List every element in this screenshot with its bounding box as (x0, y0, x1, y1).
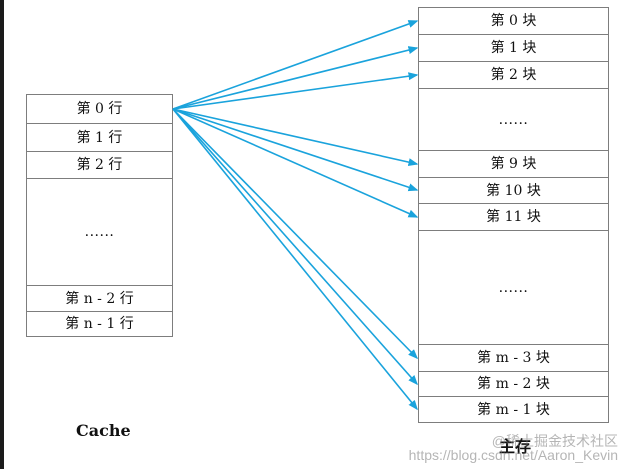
cache-caption: Cache (76, 421, 131, 440)
cache-line-n-1: 第 n - 1 行 (26, 311, 173, 337)
cache-line-label: 第 n - 2 行 (65, 290, 134, 307)
memory-caption: 主存 (499, 437, 532, 456)
memory-ellipsis-1: ...... (418, 88, 609, 151)
memory-block-0: 第 0 块 (418, 7, 609, 35)
cache-line-label: 第 1 行 (76, 129, 123, 146)
arrow-to-block-6 (172, 108, 419, 218)
cache-ellipsis: ...... (26, 178, 173, 286)
memory-block-m-3: 第 m - 3 块 (418, 344, 609, 372)
memory-block-10: 第 10 块 (418, 177, 609, 204)
cache-line-1: 第 1 行 (26, 123, 173, 152)
memory-ellipsis-2: ...... (418, 230, 609, 345)
memory-ellipsis-label: ...... (498, 279, 529, 296)
left-dark-strip (0, 0, 4, 469)
arrow-to-block-2 (172, 72, 419, 110)
cache-line-2: 第 2 行 (26, 151, 173, 179)
memory-block-9: 第 9 块 (418, 150, 609, 178)
memory-block-label: 第 1 块 (490, 40, 537, 56)
memory-block-2: 第 2 块 (418, 61, 609, 89)
watermark: @稀土掘金技术社区 https://blog.csdn.net/Aaron_Ke… (408, 432, 618, 464)
arrow-to-block-4 (172, 108, 419, 167)
cache-line-n-2: 第 n - 2 行 (26, 285, 173, 312)
arrow-to-block-1 (172, 46, 419, 110)
memory-block-m-1: 第 m - 1 块 (418, 396, 609, 423)
arrow-to-block-5 (172, 108, 419, 192)
memory-block-m-2: 第 m - 2 块 (418, 371, 609, 397)
arrow-to-block-0 (172, 20, 419, 110)
cache-line-0: 第 0 行 (26, 94, 173, 124)
cache-line-label: 第 2 行 (76, 157, 123, 173)
memory-block-label: 第 0 块 (490, 13, 537, 29)
memory-block-label: 第 9 块 (490, 156, 537, 172)
memory-block-label: 第 11 块 (486, 209, 541, 225)
cache-line-label: 第 n - 1 行 (65, 316, 134, 332)
memory-block-label: 第 2 块 (490, 67, 537, 83)
memory-block-1: 第 1 块 (418, 34, 609, 62)
memory-block-11: 第 11 块 (418, 203, 609, 231)
memory-block-label: 第 m - 1 块 (477, 401, 550, 418)
cache-ellipsis-label: ...... (84, 224, 115, 240)
cache-line-label: 第 0 行 (76, 101, 123, 117)
memory-block-label: 第 m - 3 块 (477, 350, 550, 366)
arrow-to-block-10 (172, 108, 418, 411)
memory-block-label: 第 10 块 (486, 182, 541, 199)
memory-block-label: 第 m - 2 块 (477, 376, 550, 392)
memory-ellipsis-label: ...... (498, 111, 529, 128)
arrow-to-block-9 (172, 108, 418, 386)
arrow-to-block-8 (172, 108, 419, 360)
